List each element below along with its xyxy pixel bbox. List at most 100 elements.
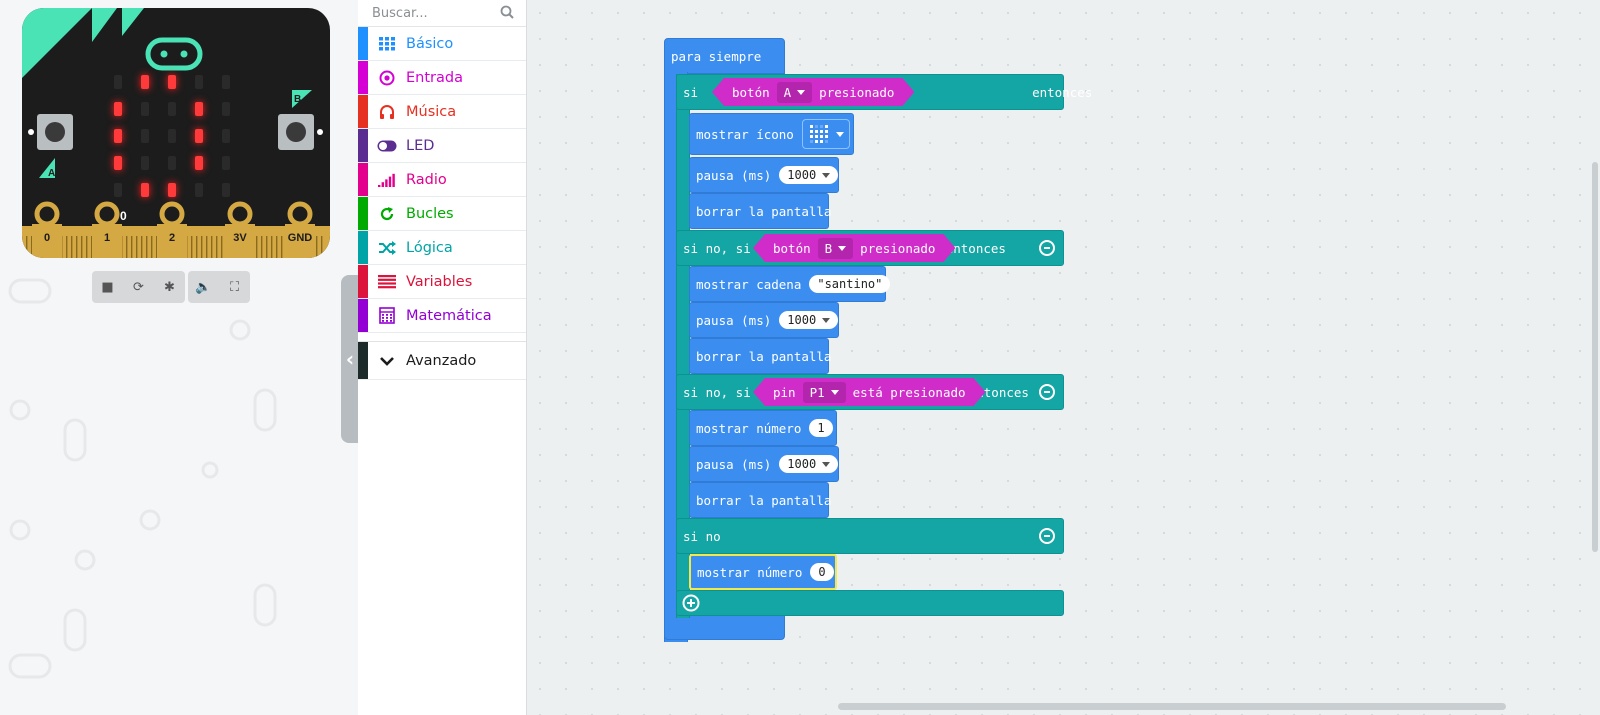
category-radio[interactable]: Radio (358, 163, 526, 197)
category-musica[interactable]: Música (358, 95, 526, 129)
number-value-text: 1 (817, 421, 825, 435)
pause-value-1[interactable]: 1000 (779, 166, 839, 184)
led (114, 102, 122, 116)
category-entrada[interactable]: Entrada (358, 61, 526, 95)
block-label: mostrar cadena (696, 276, 802, 292)
then-keyword-1: entonces (1032, 84, 1093, 100)
led (114, 183, 122, 197)
else-block[interactable]: si no (676, 518, 1064, 554)
simulator-background-pattern (8, 278, 277, 679)
category-color-bar (358, 342, 368, 379)
category-bucles[interactable]: Bucles (358, 197, 526, 231)
pin-hole[interactable] (34, 201, 60, 227)
debug-icon[interactable]: ✱ (164, 279, 175, 295)
led (141, 183, 149, 197)
dropdown-value: P1 (809, 384, 825, 400)
restart-icon[interactable]: ⟳ (133, 279, 144, 295)
fullscreen-icon[interactable]: ⛶ (229, 279, 240, 295)
mute-icon[interactable]: 🔈 (195, 279, 212, 295)
led (222, 129, 230, 143)
category-avanzado[interactable]: Avanzado (358, 341, 526, 380)
show-string-block[interactable]: mostrar cadena "santino" (689, 266, 891, 302)
pause-value-3[interactable]: 1000 (779, 455, 839, 473)
clear-screen-block-1[interactable]: borrar la pantalla (689, 193, 832, 229)
category-variables[interactable]: Variables (358, 265, 526, 299)
dropdown-value: A (783, 84, 792, 100)
category-color-bar (358, 265, 368, 298)
shuffle-icon (376, 238, 398, 258)
show-number-block-1[interactable]: mostrar número 1 (689, 410, 837, 446)
horizontal-scrollbar[interactable] (838, 703, 1506, 710)
pin-hole[interactable] (287, 201, 313, 227)
category-led[interactable]: LED (358, 129, 526, 163)
led (222, 183, 230, 197)
simulator-controls-secondary: 🔈 ⛶ (188, 271, 250, 303)
remove-branch-icon[interactable] (1039, 384, 1055, 400)
button-dropdown-a[interactable]: A (777, 82, 813, 103)
vertical-scrollbar[interactable] (1592, 162, 1598, 552)
block-label: borrar la pantalla (696, 203, 832, 219)
block-label: pausa (ms) (696, 456, 772, 472)
clear-screen-block-2[interactable]: borrar la pantalla (689, 338, 832, 374)
collapse-simulator-button[interactable]: ‹ (341, 275, 359, 443)
category-label: LED (406, 137, 435, 154)
led (222, 156, 230, 170)
button-pressed-condition-a[interactable]: botón A presionado (712, 78, 914, 106)
chevron-left-icon: ‹ (345, 347, 355, 371)
pin-label: GND (288, 232, 313, 244)
category-color-bar (358, 95, 368, 128)
button-dropdown-b[interactable]: B (818, 238, 854, 259)
category-label: Lógica (406, 239, 453, 256)
pause-block-2[interactable]: pausa (ms) 1000 (689, 302, 839, 338)
pin-hole[interactable] (159, 201, 185, 227)
led (168, 102, 176, 116)
number-field-2[interactable]: 0 (810, 563, 834, 581)
pin-hole[interactable] (94, 201, 120, 227)
then-keyword-2: entonces (945, 240, 1006, 256)
remove-branch-icon[interactable] (1039, 528, 1055, 544)
category-color-bar (358, 163, 368, 196)
category-matematica[interactable]: Matemática (358, 299, 526, 333)
led (195, 183, 203, 197)
pause-block-1[interactable]: pausa (ms) 1000 (689, 157, 839, 193)
search-input[interactable]: Buscar... (358, 0, 526, 27)
led (222, 102, 230, 116)
led (141, 102, 149, 116)
search-icon (500, 5, 514, 19)
pin-hole[interactable] (227, 201, 253, 227)
clear-screen-block-3[interactable]: borrar la pantalla (689, 482, 831, 518)
forever-block[interactable]: para siempre (664, 38, 785, 74)
pause-value-text: 1000 (787, 168, 817, 182)
pause-value-2[interactable]: 1000 (779, 311, 839, 329)
led (222, 75, 230, 89)
pin-dropdown[interactable]: P1 (803, 382, 846, 403)
remove-branch-icon[interactable] (1039, 240, 1055, 256)
forever-label: para siempre (671, 48, 762, 64)
chevron-down-icon (822, 317, 831, 323)
display-number: 0 (120, 209, 127, 223)
block-label: borrar la pantalla (696, 348, 832, 364)
icon-picker[interactable] (801, 119, 850, 149)
else-if-keyword: si no, si (683, 384, 751, 400)
block-label: mostrar número (697, 564, 803, 580)
add-branch-icon[interactable] (682, 594, 700, 612)
led (195, 156, 203, 170)
button-b-label: B (294, 94, 301, 105)
show-icon-block[interactable]: mostrar ícono (689, 113, 854, 155)
pause-block-3[interactable]: pausa (ms) 1000 (689, 446, 839, 482)
button-pressed-condition-b[interactable]: botón B presionado (753, 234, 955, 262)
number-field-1[interactable]: 1 (809, 419, 833, 437)
string-value-field[interactable]: "santino" (809, 275, 891, 293)
category-color-bar (358, 61, 368, 94)
category-label: Básico (406, 35, 454, 52)
category-label: Bucles (406, 205, 454, 222)
category-logica[interactable]: Lógica (358, 231, 526, 265)
pin-pressed-condition[interactable]: pin P1 está presionado (753, 378, 986, 406)
led (141, 156, 149, 170)
category-basico[interactable]: Básico (358, 27, 526, 61)
stop-icon[interactable]: ■ (101, 279, 114, 295)
heart-icon (809, 125, 828, 143)
condition-label: presionado (819, 84, 895, 100)
condition-label: está presionado (852, 384, 966, 400)
show-number-block-2[interactable]: mostrar número 0 (689, 554, 837, 590)
